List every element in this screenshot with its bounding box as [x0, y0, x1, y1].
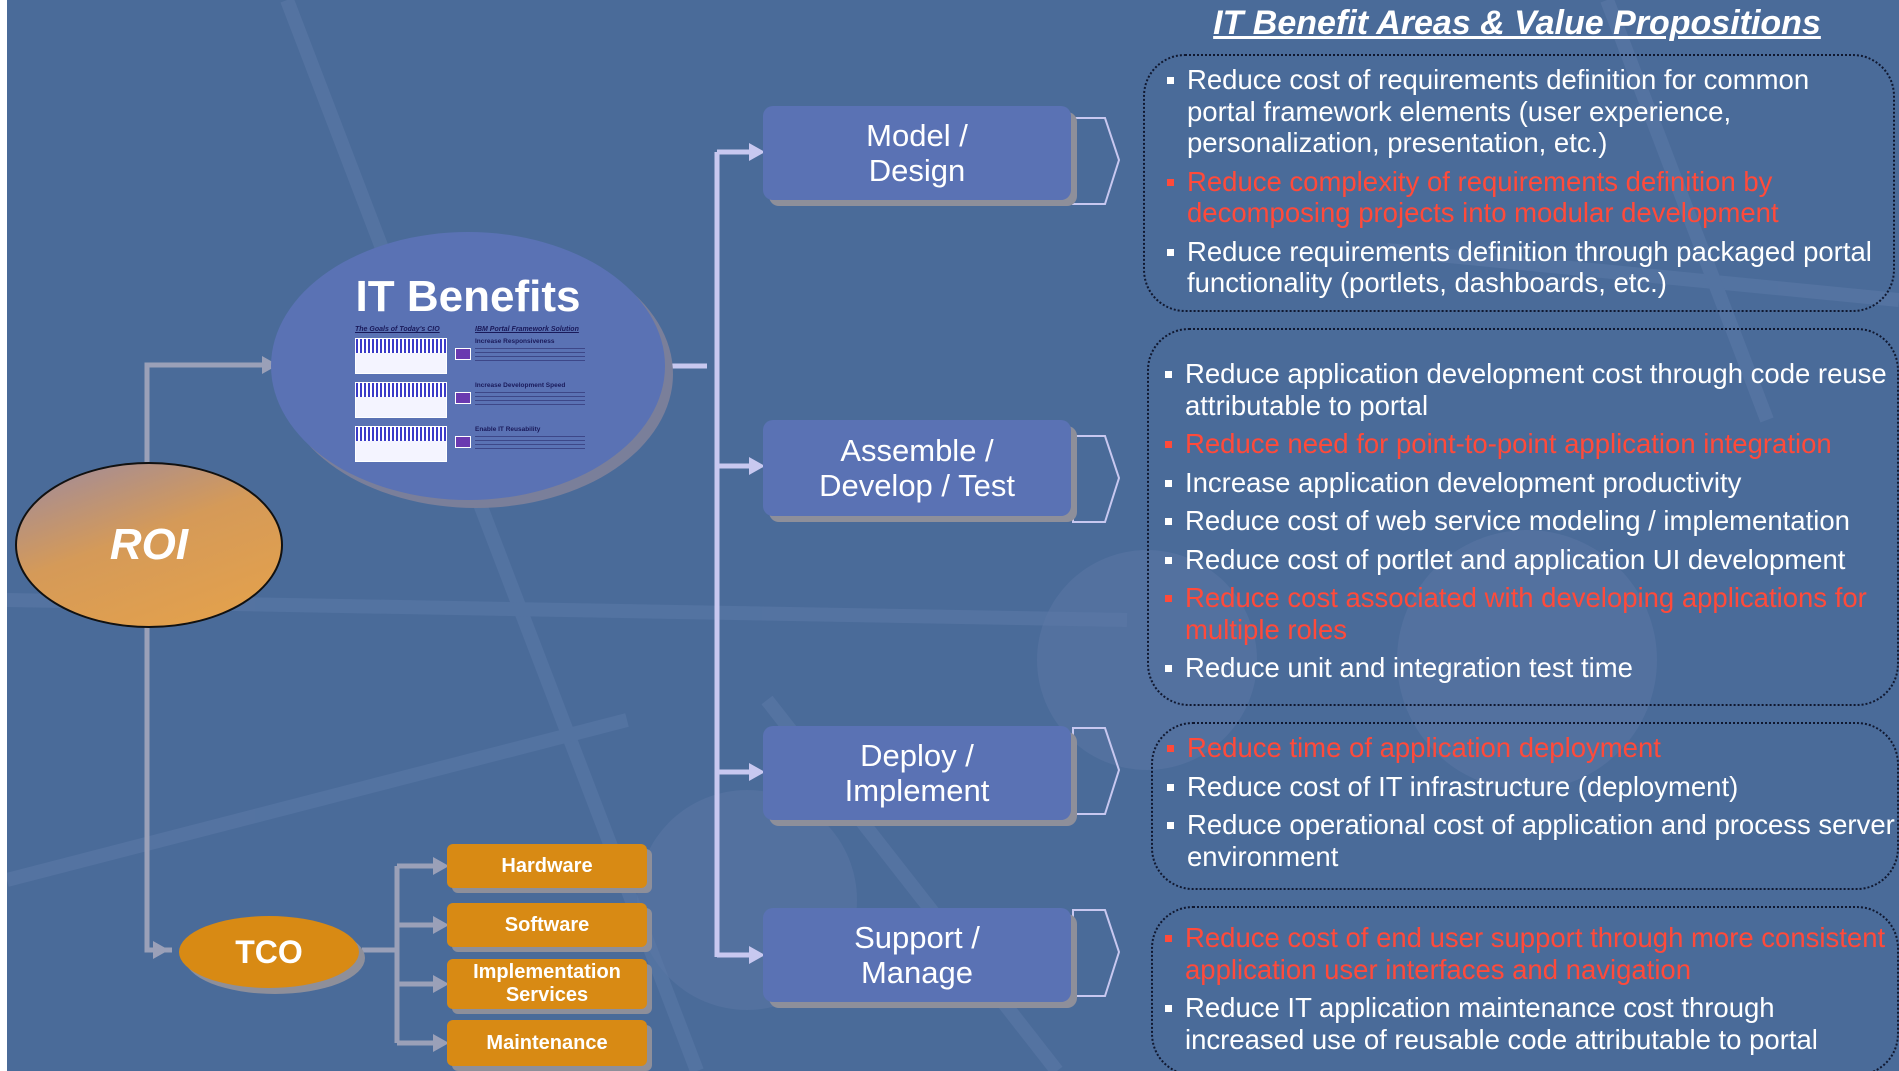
tco-item-software: Software — [447, 903, 647, 947]
thumb-row-title: Increase Development Speed — [475, 382, 566, 389]
tco-item-hardware: Hardware — [447, 844, 647, 888]
benefit-item: Reduce cost of requirements definition f… — [1165, 64, 1885, 159]
benefit-item: Reduce requirements definition through p… — [1165, 236, 1885, 299]
it-benefits-oval: IT Benefits The Goals of Today's CIO IBM… — [271, 232, 665, 500]
roi-label: ROI — [109, 520, 189, 569]
slide-thumbnail: The Goals of Today's CIO IBM Portal Fram… — [355, 326, 595, 466]
phase-label: Support / Manage — [854, 920, 980, 990]
thumb-row-title: Enable IT Reusability — [475, 426, 541, 433]
phase-label: Assemble / Develop / Test — [819, 433, 1015, 503]
thumb-arrow-icon — [455, 348, 471, 360]
benefit-item: Reduce cost of web service modeling / im… — [1163, 505, 1899, 537]
page-title: IT Benefit Areas & Value Propositions — [1213, 4, 1821, 42]
benefit-item: Increase application development product… — [1163, 467, 1899, 499]
thumb-row-title: Increase Responsiveness — [475, 338, 555, 345]
benefit-list-deploy-implement: Reduce time of application deployment Re… — [1165, 732, 1895, 879]
phase-box-support-manage: Support / Manage — [763, 908, 1071, 1002]
thumb-card — [355, 382, 447, 418]
roi-oval: ROI — [15, 462, 283, 628]
benefit-list-model-design: Reduce cost of requirements definition f… — [1165, 64, 1885, 306]
benefit-item-highlight: Reduce cost of end user support through … — [1163, 922, 1895, 985]
phase-box-model-design: Model / Design — [763, 106, 1071, 200]
thumb-right-header: IBM Portal Framework Solution — [475, 326, 579, 333]
benefit-item: Reduce application development cost thro… — [1163, 358, 1899, 421]
benefit-panel-assemble-develop-test — [1147, 328, 1899, 706]
phase-arrow-2 — [1072, 435, 1121, 523]
phase-arrow-4 — [1072, 909, 1121, 997]
benefit-item: Reduce unit and integration test time — [1163, 652, 1899, 684]
benefit-panel-support-manage — [1151, 906, 1899, 1071]
phase-label: Model / Design — [866, 118, 968, 188]
benefit-item: Reduce IT application maintenance cost t… — [1163, 992, 1895, 1055]
phase-arrow-1 — [1072, 117, 1121, 205]
thumb-left-header: The Goals of Today's CIO — [355, 326, 440, 333]
benefit-item-highlight: Reduce cost associated with developing a… — [1163, 582, 1899, 645]
tco-item-implementation-services: Implementation Services — [447, 959, 647, 1009]
thumb-card — [355, 338, 447, 374]
thumb-arrow-icon — [455, 392, 471, 404]
benefit-panel-model-design — [1143, 54, 1895, 312]
benefit-item-highlight: Reduce complexity of requirements defini… — [1165, 166, 1885, 229]
thumb-card — [355, 426, 447, 462]
connectors — [144, 117, 1121, 1052]
thumb-arrow-icon — [455, 436, 471, 448]
roi-to-tco-connector — [144, 624, 172, 953]
benefit-list-support-manage: Reduce cost of end user support through … — [1163, 922, 1895, 1062]
phase-box-assemble-develop-test: Assemble / Develop / Test — [763, 420, 1071, 516]
tco-label: TCO — [235, 933, 303, 970]
benefit-item: Reduce cost of portlet and application U… — [1163, 544, 1899, 576]
phase-box-deploy-implement: Deploy / Implement — [763, 726, 1071, 820]
it-benefits-title: IT Benefits — [355, 272, 581, 321]
benefit-item: Reduce cost of IT infrastructure (deploy… — [1165, 771, 1895, 803]
phase-arrow-3 — [1072, 727, 1121, 815]
tco-oval: TCO — [179, 916, 359, 988]
tco-item-maintenance: Maintenance — [447, 1020, 647, 1066]
benefit-list-assemble-develop-test: Reduce application development cost thro… — [1163, 358, 1899, 691]
phase-label: Deploy / Implement — [844, 738, 990, 808]
benefit-item: Reduce operational cost of application a… — [1165, 809, 1895, 872]
benefit-item-highlight: Reduce time of application deployment — [1165, 732, 1895, 764]
benefit-panel-deploy-implement — [1151, 722, 1899, 890]
diagram-canvas: ROI IT Benefits The Goals of Today's CIO… — [7, 0, 1899, 1071]
roi-to-itbenefits-connector — [144, 362, 262, 462]
benefit-item-highlight: Reduce need for point-to-point applicati… — [1163, 428, 1899, 460]
